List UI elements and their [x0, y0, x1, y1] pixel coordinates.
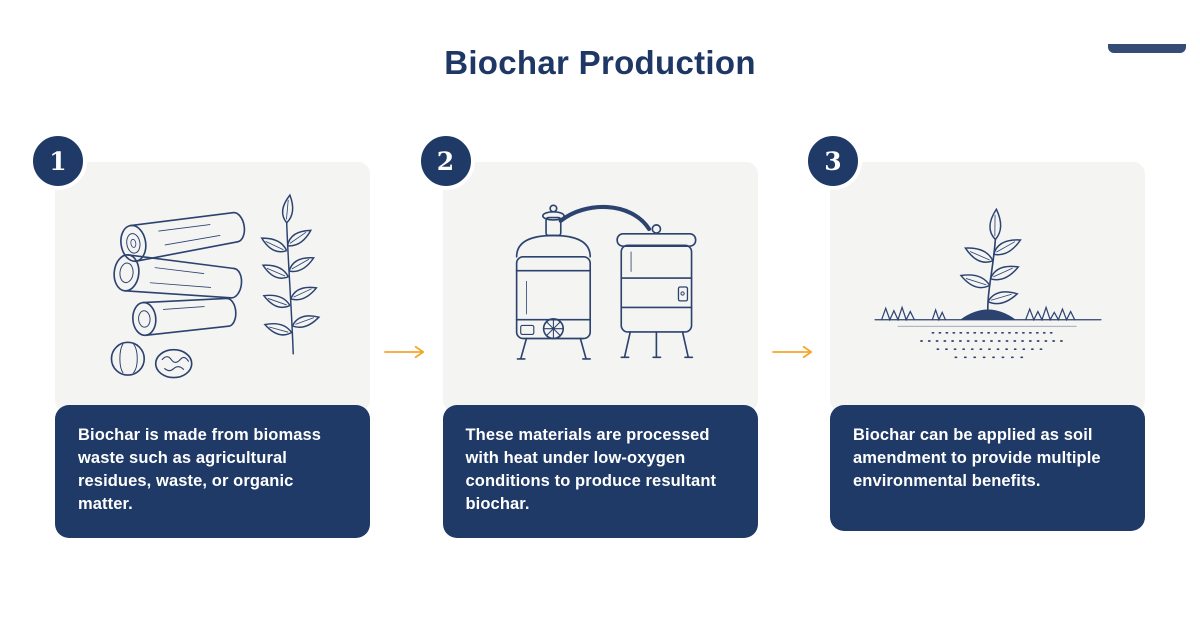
right-arrow-icon [758, 344, 831, 360]
step-caption-text: These materials are processed with heat … [465, 426, 717, 513]
cropped-corner-mark [1108, 44, 1186, 53]
step-card-3: 3 [804, 132, 1145, 531]
seedling-in-soil-illustration [830, 162, 1145, 412]
step-caption-box: These materials are processed with heat … [442, 405, 758, 538]
step-number-badge: 1 [29, 132, 87, 190]
step-number: 1 [49, 146, 67, 176]
right-arrow-icon [370, 344, 443, 360]
step-number-badge: 3 [804, 132, 862, 190]
biomass-icon [110, 193, 321, 378]
step-card-1: 1 [29, 132, 370, 538]
step-caption-text: Biochar is made from biomass waste such … [78, 426, 322, 513]
step-number-badge: 2 [416, 132, 475, 190]
pyrolysis-kiln-illustration [442, 162, 758, 412]
seedling-icon [873, 208, 1102, 359]
step-caption-text: Biochar can be applied as soil amendment… [853, 426, 1101, 490]
step-number: 3 [824, 146, 842, 176]
biomass-logs-nuts-leaves-illustration [55, 162, 370, 412]
step-card-2: 2 [416, 132, 758, 538]
kiln-icon [515, 204, 697, 360]
page-title: Biochar Production [444, 44, 756, 81]
step-number: 2 [436, 146, 455, 176]
step-caption-box: Biochar is made from biomass waste such … [55, 405, 370, 538]
step-caption-box: Biochar can be applied as soil amendment… [830, 405, 1145, 531]
steps-row: 1 [0, 132, 1200, 538]
